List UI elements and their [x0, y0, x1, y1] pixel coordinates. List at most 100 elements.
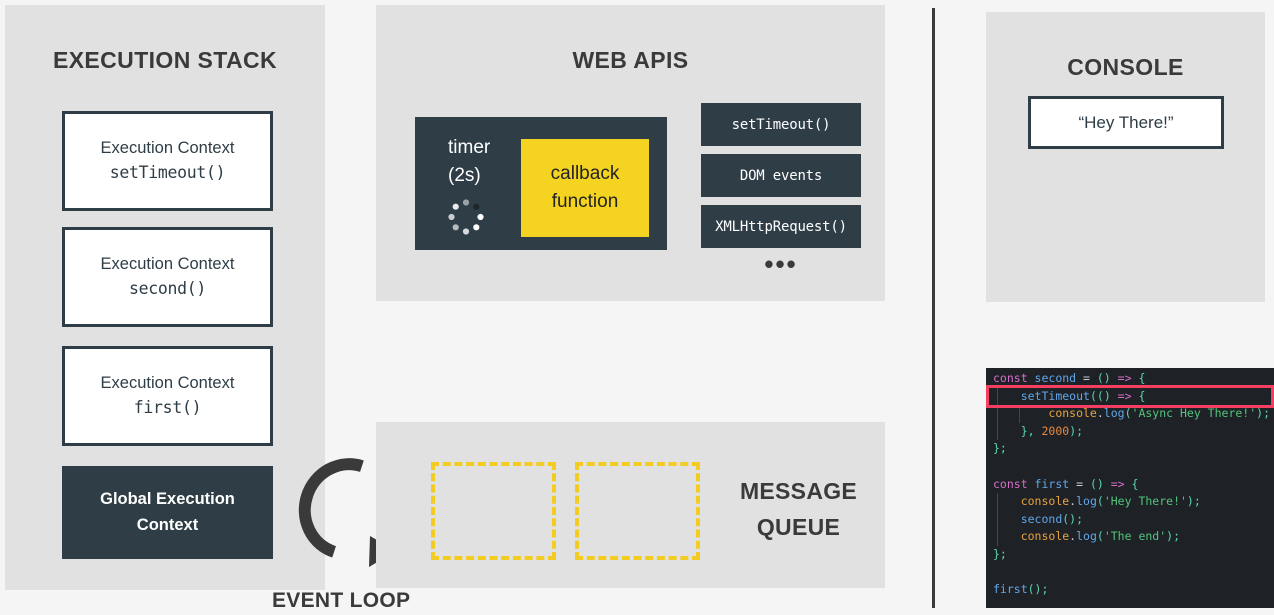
message-queue-panel: MESSAGE QUEUE [376, 422, 885, 588]
web-apis-panel: WEB APIS timer (2s) callback function se… [376, 5, 885, 301]
code-token: second [1034, 371, 1084, 385]
code-token: }; [993, 546, 1007, 561]
code-token: => [1117, 371, 1139, 385]
global-frame-line1: Global Execution [100, 489, 235, 508]
api-chip-settimeout[interactable]: setTimeout() [701, 103, 861, 146]
frame-function: first() [133, 398, 202, 417]
execution-stack-panel: EXECUTION STACK Execution Context setTim… [5, 5, 325, 590]
ellipsis-icon: ••• [764, 249, 798, 279]
code-line: console.log('The end'); [986, 528, 1274, 546]
callback-line1: callback [550, 163, 620, 185]
execution-stack-title: EXECUTION STACK [52, 47, 278, 73]
console-panel: CONSOLE “Hey There!” [986, 12, 1265, 302]
code-token: { [1138, 388, 1146, 403]
code-token: log [1076, 494, 1097, 509]
frame-function: setTimeout() [109, 163, 226, 182]
code-token: = [1083, 371, 1097, 385]
timer-label-line1: timer [448, 137, 491, 158]
code-token: (); [1027, 582, 1049, 597]
code-token [993, 494, 1021, 508]
code-token: ); [1256, 406, 1270, 421]
message-queue-slot[interactable] [575, 462, 700, 560]
console-title: CONSOLE [1067, 54, 1184, 80]
code-token [993, 389, 1021, 403]
global-execution-context-frame[interactable]: Global Execution Context [62, 466, 273, 559]
code-token: ); [1069, 423, 1084, 438]
code-token: . [1069, 529, 1077, 544]
message-queue-label-line1: MESSAGE [739, 478, 858, 504]
frame-label: Execution Context [100, 255, 235, 274]
message-queue-slot[interactable] [431, 462, 556, 560]
code-line [986, 458, 1274, 476]
event-loop-label: EVENT LOOP [272, 589, 411, 612]
code-token: = [1076, 476, 1090, 491]
code-token: console [1020, 494, 1070, 509]
code-token: => [1117, 388, 1139, 403]
code-token: 'The end' [1103, 529, 1167, 544]
code-token: second [1020, 511, 1063, 526]
code-line: }; [986, 440, 1274, 458]
timer-label-line2: (2s) [448, 164, 481, 186]
code-token: log [1076, 529, 1097, 544]
code-token: first [993, 582, 1028, 597]
message-queue-label-line2: QUEUE [756, 513, 841, 540]
code-token: ( [1089, 388, 1097, 403]
callback-line2: function [551, 191, 619, 212]
code-line: first(); [986, 581, 1274, 599]
code-editor[interactable]: const second = () => { setTimeout(() => … [986, 368, 1274, 608]
execution-context-frame[interactable]: Execution Context second() [62, 227, 273, 327]
code-token: 2000 [1041, 423, 1070, 438]
message-queue-label: MESSAGE QUEUE [726, 474, 871, 545]
code-line: const second = () => { [986, 370, 1274, 388]
code-token: console [1020, 529, 1070, 544]
code-token: ( [1096, 494, 1104, 509]
code-line: const first = () => { [986, 476, 1274, 494]
code-line: second(); [986, 510, 1274, 529]
code-token: }; [993, 441, 1007, 456]
global-frame-line2: Context [136, 515, 199, 534]
code-token: log [1103, 406, 1125, 421]
callback-function-box[interactable]: callback function [521, 139, 649, 237]
code-token [993, 512, 1021, 526]
code-token [993, 424, 1021, 438]
code-line: console.log('Async Hey There!'); [986, 405, 1274, 423]
code-token: ( [1096, 529, 1104, 544]
execution-context-frame[interactable]: Execution Context first() [62, 346, 273, 446]
watermark [1230, 600, 1270, 614]
console-output: “Hey There!” [1028, 96, 1224, 149]
api-chip-dom-events[interactable]: DOM events [701, 154, 861, 197]
code-token: { [1131, 476, 1139, 491]
code-line: }, 2000); [986, 422, 1274, 441]
code-token [993, 529, 1021, 543]
code-token: console [1048, 406, 1097, 421]
code-token: ); [1166, 529, 1180, 544]
code-line [986, 564, 1274, 582]
code-token [993, 406, 1048, 420]
code-token: . [1096, 406, 1104, 421]
code-token: () [1096, 371, 1118, 385]
frame-function: second() [128, 279, 207, 298]
code-token: => [1110, 476, 1132, 491]
timer-container: timer (2s) callback function [415, 117, 667, 250]
code-token: () [1096, 388, 1118, 403]
code-token: }, [1020, 423, 1042, 438]
code-token: 'Async Hey There!' [1131, 406, 1257, 421]
code-token: const [993, 476, 1035, 491]
web-apis-title: WEB APIS [572, 47, 689, 73]
code-line: console.log('Hey There!'); [986, 493, 1274, 511]
code-line: }; [986, 546, 1274, 564]
code-token: first [1034, 476, 1077, 491]
code-lines: const second = () => { setTimeout(() => … [986, 370, 1274, 599]
loading-spinner-icon [446, 197, 486, 237]
code-line: setTimeout(() => { [986, 387, 1274, 406]
code-token: ); [1186, 494, 1201, 509]
code-token: 'Hey There!' [1103, 494, 1187, 509]
code-token: ( [1124, 406, 1132, 421]
vertical-divider [932, 8, 935, 608]
api-chip-xmlhttprequest[interactable]: XMLHttpRequest() [701, 205, 861, 248]
execution-context-frame[interactable]: Execution Context setTimeout() [62, 111, 273, 211]
code-token: (); [1062, 511, 1084, 526]
code-token: setTimeout [1020, 388, 1090, 403]
code-token: const [993, 371, 1035, 385]
code-token: { [1138, 371, 1146, 385]
